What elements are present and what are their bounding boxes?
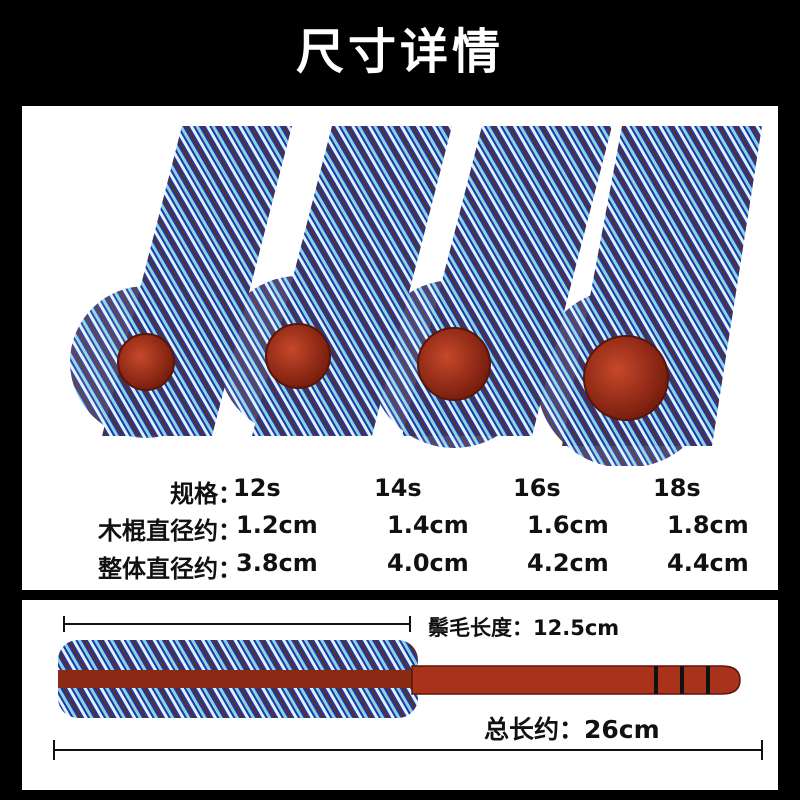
total-length-note: 总长约：26cm [484,710,660,746]
total-length-dimension-line [53,740,763,760]
brush-cross-section-illustration [70,126,762,466]
brush-14s [218,126,452,436]
spec-value: 1.8cm [667,511,749,539]
spec-value: 3.8cm [236,549,318,577]
spec-row-wood-diameter: 木棍直径约： 1.2cm 1.4cm 1.6cm 1.8cm [22,511,778,545]
bristle-length-dimension-line [63,616,411,632]
spec-value: 18s [653,474,701,502]
brush-12s [70,126,292,438]
spec-value: 14s [374,474,422,502]
brush-side-view-illustration [53,616,763,760]
spec-row-overall-diameter: 整体直径约： 3.8cm 4.0cm 4.2cm 4.4cm [22,549,778,583]
bristle-length-note: 鬃毛长度：12.5cm [428,612,619,642]
total-length-label: 总长约： [484,715,585,744]
bristle-length-value: 12.5cm [533,616,620,640]
spec-value: 4.2cm [527,549,609,577]
bristle-length-label: 鬃毛长度： [428,616,533,640]
spec-value: 4.0cm [387,549,469,577]
round-brush [58,640,741,718]
spec-label: 木棍直径约： [98,517,242,545]
brush-length-panel: 鬃毛长度：12.5cm 总长约：26cm [22,600,778,790]
spec-value: 1.2cm [236,511,318,539]
brush-18s [536,126,762,466]
spec-value: 1.4cm [387,511,469,539]
page-title: 尺寸详情 [295,24,504,80]
spec-value: 4.4cm [667,549,749,577]
spec-label: 整体直径约： [98,555,242,583]
spec-row-size: 规格： 12s 14s 16s 18s [22,474,778,508]
spec-value: 16s [513,474,561,502]
spec-label: 规格： [170,480,242,508]
total-length-value: 26cm [584,715,660,744]
brush-sizes-panel: 规格： 12s 14s 16s 18s 木棍直径约： 1.2cm 1.4cm 1… [22,106,778,590]
spec-value: 1.6cm [527,511,609,539]
brush-16s [370,126,612,448]
spec-value: 12s [233,474,281,502]
